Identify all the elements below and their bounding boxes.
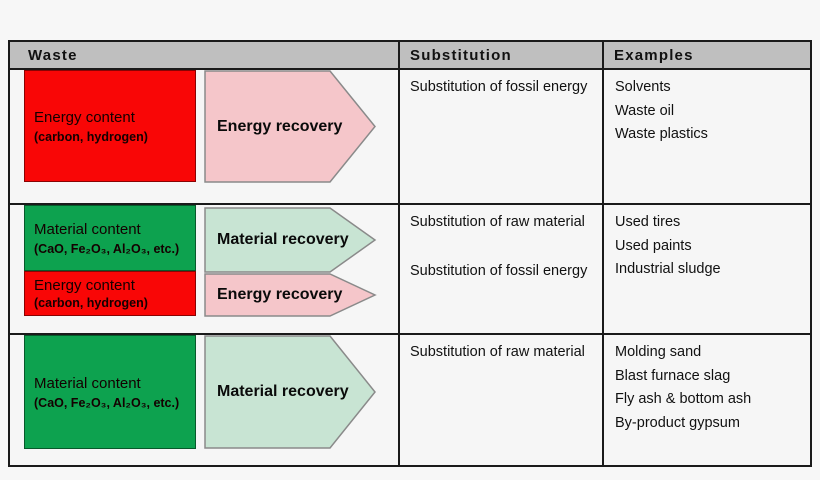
- arrow-label: Material recovery: [217, 231, 349, 248]
- row2-waste-cell: Material content (CaO, Fe₂O₃, Al₂O₃, etc…: [10, 205, 400, 335]
- row1-substitution-cell: Substitution of fossil energy: [400, 70, 604, 205]
- row2-arrow-column: Material recovery Energy recovery: [204, 207, 377, 333]
- column-header-examples: Examples: [604, 42, 810, 70]
- example-item: Fly ash & bottom ash: [615, 391, 752, 407]
- substitution-text: Substitution of raw material: [410, 344, 585, 360]
- row2-box-column: Material content (CaO, Fe₂O₃, Al₂O₃, etc…: [24, 205, 196, 333]
- row3-box-column: Material content (CaO, Fe₂O₃, Al₂O₃, etc…: [24, 335, 196, 465]
- arrow-label: Energy recovery: [217, 117, 343, 135]
- arrow-shape-icon: [204, 207, 377, 273]
- example-item: Used tires: [615, 214, 681, 230]
- row1-examples-cell: Solvents Waste oil Waste plastics: [604, 70, 810, 205]
- box-title: Material content: [34, 220, 141, 238]
- arrow-shape-icon: [204, 70, 376, 183]
- example-item: Industrial sludge: [615, 261, 721, 277]
- row3-examples-cell: Molding sand Blast furnace slag Fly ash …: [604, 335, 810, 465]
- row1-arrow-column: Energy recovery: [204, 70, 377, 203]
- column-header-waste: Waste: [10, 42, 400, 70]
- arrow-label: Energy recovery: [217, 286, 343, 303]
- box-title: Energy content: [34, 108, 135, 126]
- box-title: Material content: [34, 374, 141, 392]
- waste-recovery-table: Waste Substitution Examples Energy conte…: [8, 40, 812, 467]
- example-item: Used paints: [615, 237, 692, 254]
- substitution-text: Substitution of fossil energy: [410, 263, 588, 279]
- row3-arrow-column: Material recovery: [204, 335, 377, 465]
- arrow-shape-icon: [204, 335, 376, 449]
- row1-box-column: Energy content (carbon, hydrogen): [24, 70, 196, 203]
- row2-substitution-cell: Substitution of raw material Substitutio…: [400, 205, 604, 335]
- box-title: Energy content: [34, 277, 135, 294]
- row3-substitution-cell: Substitution of raw material: [400, 335, 604, 465]
- box-detail: (CaO, Fe₂O₃, Al₂O₃, etc.): [34, 395, 180, 410]
- row1-waste-cell: Energy content (carbon, hydrogen) Energy…: [10, 70, 400, 205]
- arrow-label: Material recovery: [217, 383, 349, 400]
- substitution-text: Substitution of raw material: [410, 214, 585, 230]
- column-header-substitution: Substitution: [400, 42, 604, 70]
- arrow-shape-icon: [204, 273, 377, 317]
- material-recovery-arrow: Material recovery: [204, 335, 377, 449]
- energy-content-box: Energy content (carbon, hydrogen): [24, 70, 196, 182]
- example-item: Solvents: [615, 79, 671, 95]
- box-detail: (carbon, hydrogen): [34, 296, 148, 310]
- material-content-box: Material content (CaO, Fe₂O₃, Al₂O₃, etc…: [24, 335, 196, 449]
- material-recovery-arrow: Material recovery: [204, 207, 377, 273]
- material-content-box: Material content (CaO, Fe₂O₃, Al₂O₃, etc…: [24, 205, 196, 271]
- box-detail: (carbon, hydrogen): [34, 129, 148, 144]
- energy-recovery-arrow: Energy recovery: [204, 273, 377, 317]
- energy-recovery-arrow: Energy recovery: [204, 70, 377, 183]
- substitution-text: Substitution of fossil energy: [410, 79, 588, 95]
- example-item: Waste oil: [615, 102, 675, 119]
- box-detail: (CaO, Fe₂O₃, Al₂O₃, etc.): [34, 241, 180, 256]
- energy-content-box: Energy content (carbon, hydrogen): [24, 271, 196, 316]
- example-item: Blast furnace slag: [615, 367, 731, 384]
- example-item: Molding sand: [615, 344, 702, 360]
- example-item: By-product gypsum: [615, 414, 740, 431]
- example-item: Waste plastics: [615, 126, 708, 142]
- row3-waste-cell: Material content (CaO, Fe₂O₃, Al₂O₃, etc…: [10, 335, 400, 465]
- row2-examples-cell: Used tires Used paints Industrial sludge: [604, 205, 810, 335]
